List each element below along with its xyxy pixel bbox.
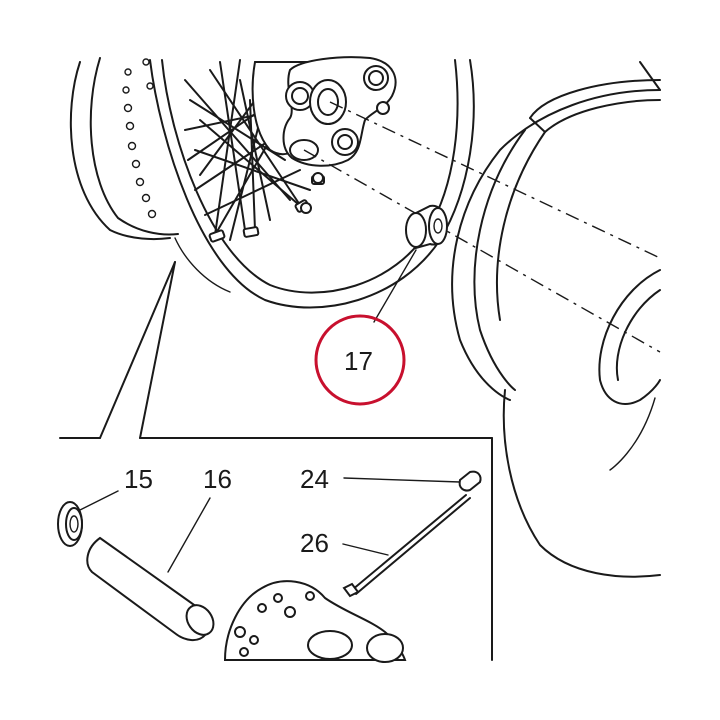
part-label-17: 17	[344, 346, 373, 376]
bearing-part-15	[57, 501, 83, 547]
spacer-part-17	[405, 204, 448, 250]
leader-lines	[79, 249, 461, 573]
part-label-24: 24	[300, 464, 329, 494]
tire	[451, 61, 661, 578]
wheel-assembly	[69, 56, 475, 309]
hub-section	[223, 580, 407, 663]
highlight-circle	[314, 314, 406, 406]
part-label-26: 26	[300, 528, 329, 558]
nipple-part-24	[458, 470, 482, 492]
part-label-16: 16	[203, 464, 232, 494]
rim-spoke-holes	[122, 58, 157, 219]
axle-tube-part-16	[86, 536, 215, 641]
spoke-part-26	[342, 494, 471, 598]
wheel-spokes	[184, 59, 311, 241]
detail-inset-frame	[59, 261, 493, 661]
part-label-15: 15	[124, 464, 153, 494]
